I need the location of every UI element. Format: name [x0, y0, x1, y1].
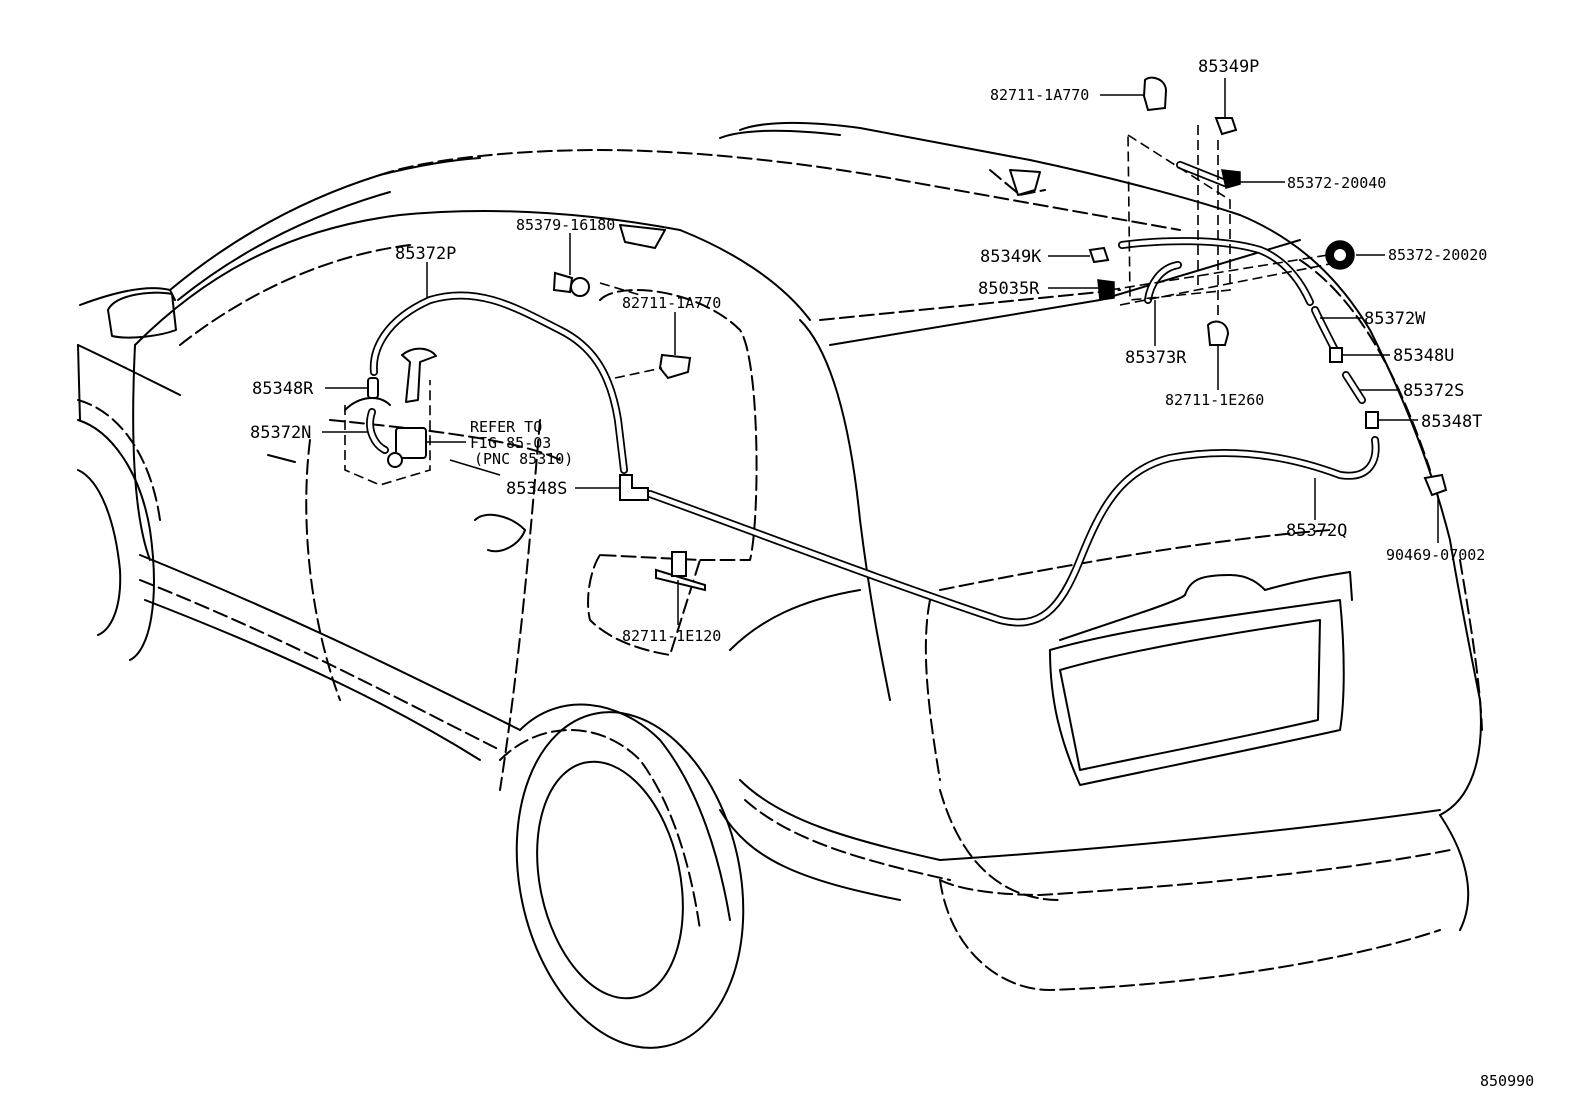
bracket-82711-1E120: [655, 568, 706, 592]
diagram-number: 850990: [1480, 1072, 1534, 1090]
label-85348U: 85348U: [1393, 346, 1454, 366]
nozzle-85372-20040: [1221, 169, 1241, 189]
rear-door-handle: [474, 513, 526, 553]
rear-wheel-arch: [519, 703, 731, 921]
elbow-85348S: [619, 474, 649, 501]
label-85379-16180: 85379-16180: [516, 216, 615, 234]
connector-85348R: [367, 377, 379, 399]
car-body-outline: [77, 121, 1483, 1049]
roof-nozzle-box: [1109, 125, 1341, 318]
label-85373R: 85373R: [1125, 348, 1187, 368]
clamp-82711-1A770-mid: [658, 353, 692, 380]
fuel-door: [587, 554, 701, 656]
small-parts: [367, 76, 1448, 592]
label-85349P: 85349P: [1198, 57, 1259, 77]
label-82711-1E260: 82711-1E260: [1165, 391, 1264, 409]
label-85348S: 85348S: [506, 479, 567, 499]
nozzle-85035R: [1097, 279, 1115, 301]
nozzle-85349P: [1214, 117, 1238, 136]
rear-wheel: [515, 711, 745, 1049]
label-85372N: 85372N: [250, 423, 311, 443]
front-wheel: [77, 419, 155, 661]
grommet-85379-16180: [552, 271, 574, 294]
label-82711-1A770-mid: 82711-1A770: [622, 294, 721, 312]
ref-note-line3: (PNC 85310): [474, 450, 573, 468]
washer-tank: [344, 347, 437, 486]
label-85349K: 85349K: [980, 247, 1042, 267]
license-plate-recess: [1049, 599, 1345, 786]
side-mirror: [107, 291, 177, 339]
washer-pump: [395, 427, 427, 459]
ref-note-line1: REFER TO: [470, 418, 542, 436]
label-85372S: 85372S: [1403, 381, 1464, 401]
nozzle-85349K: [1088, 246, 1110, 264]
label-85348T: 85348T: [1421, 412, 1482, 432]
label-85348R: 85348R: [252, 379, 314, 399]
ref-note-line2: FIG 85-03: [470, 434, 551, 452]
label-82711-1E120: 82711-1E120: [622, 627, 721, 645]
clamp-82711-1E260: [1206, 320, 1230, 346]
leader-lines: [322, 78, 1439, 625]
front-door-handle: [267, 454, 296, 463]
label-85035R: 85035R: [978, 279, 1040, 299]
rear-wheel-inner: [536, 760, 684, 1000]
part-labels: 82711-1A770 85349P 85372-20040 85379-161…: [250, 57, 1534, 1090]
washer-filler-neck: [401, 347, 437, 403]
hose-85372Q: [646, 436, 1380, 627]
label-82711-1A770-top: 82711-1A770: [990, 86, 1089, 104]
label-85372Q: 85372Q: [1286, 521, 1347, 541]
connector-85348T: [1365, 411, 1379, 429]
connector-85348U: [1329, 347, 1343, 363]
label-85372P: 85372P: [395, 244, 456, 264]
roof-spoiler: [1009, 169, 1041, 196]
clamp-82711-1A770-top: [1142, 76, 1168, 112]
label-85372-20040: 85372-20040: [1287, 174, 1386, 192]
label-90469-07002: 90469-07002: [1386, 546, 1485, 564]
label-85372W: 85372W: [1364, 309, 1426, 329]
label-85372-20020: 85372-20020: [1388, 246, 1487, 264]
clip-90469-07002: [1423, 473, 1448, 497]
